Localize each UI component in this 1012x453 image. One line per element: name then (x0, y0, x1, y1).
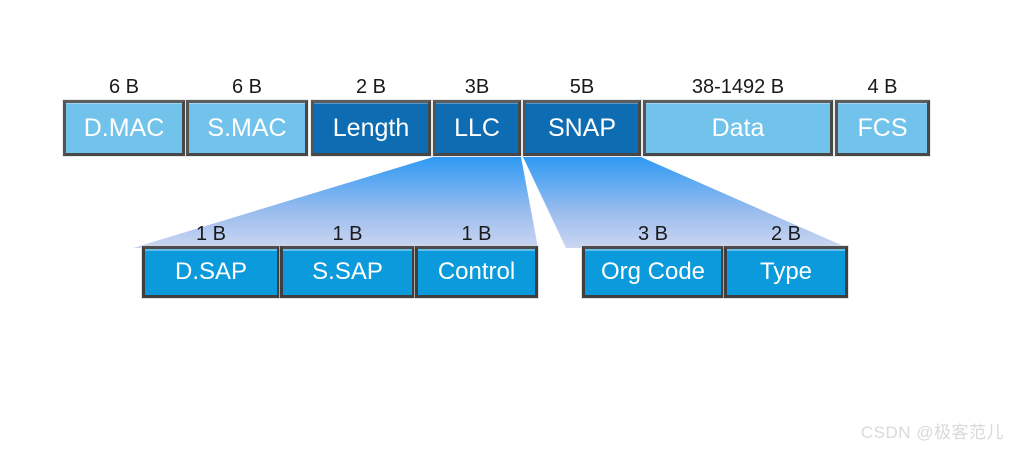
size-label-smac: 6 B (231, 76, 263, 98)
size-label-fcs: 4 B (867, 76, 898, 98)
size-label-length: 2 B (355, 76, 387, 98)
frame-field-data: Data (643, 100, 833, 156)
llc-field-ssap: S.SAP (280, 246, 415, 298)
size-label-data: 38-1492 B (691, 76, 785, 98)
size-label-dmac: 6 B (108, 76, 140, 98)
frame-field-fcs: FCS (835, 100, 930, 156)
size-label-dsap: 1 B (195, 223, 227, 245)
snap-field-type: Type (724, 246, 848, 298)
frame-field-length: Length (311, 100, 431, 156)
size-label-type: 2 B (770, 223, 802, 245)
llc-field-control: Control (415, 246, 538, 298)
size-label-orgcode: 3 B (637, 223, 669, 245)
size-label-snap: 5B (569, 76, 595, 98)
frame-field-smac: S.MAC (186, 100, 308, 156)
frame-field-llc: LLC (433, 100, 521, 156)
csdn-watermark: CSDN @极客范儿 (860, 423, 1004, 442)
size-label-llc: 3B (464, 76, 490, 98)
frame-field-dmac: D.MAC (63, 100, 185, 156)
size-label-control: 1 B (461, 223, 492, 245)
llc-field-dsap: D.SAP (142, 246, 280, 298)
snap-field-orgcode: Org Code (582, 246, 724, 298)
frame-field-snap: SNAP (523, 100, 641, 156)
size-label-ssap: 1 B (332, 223, 363, 245)
